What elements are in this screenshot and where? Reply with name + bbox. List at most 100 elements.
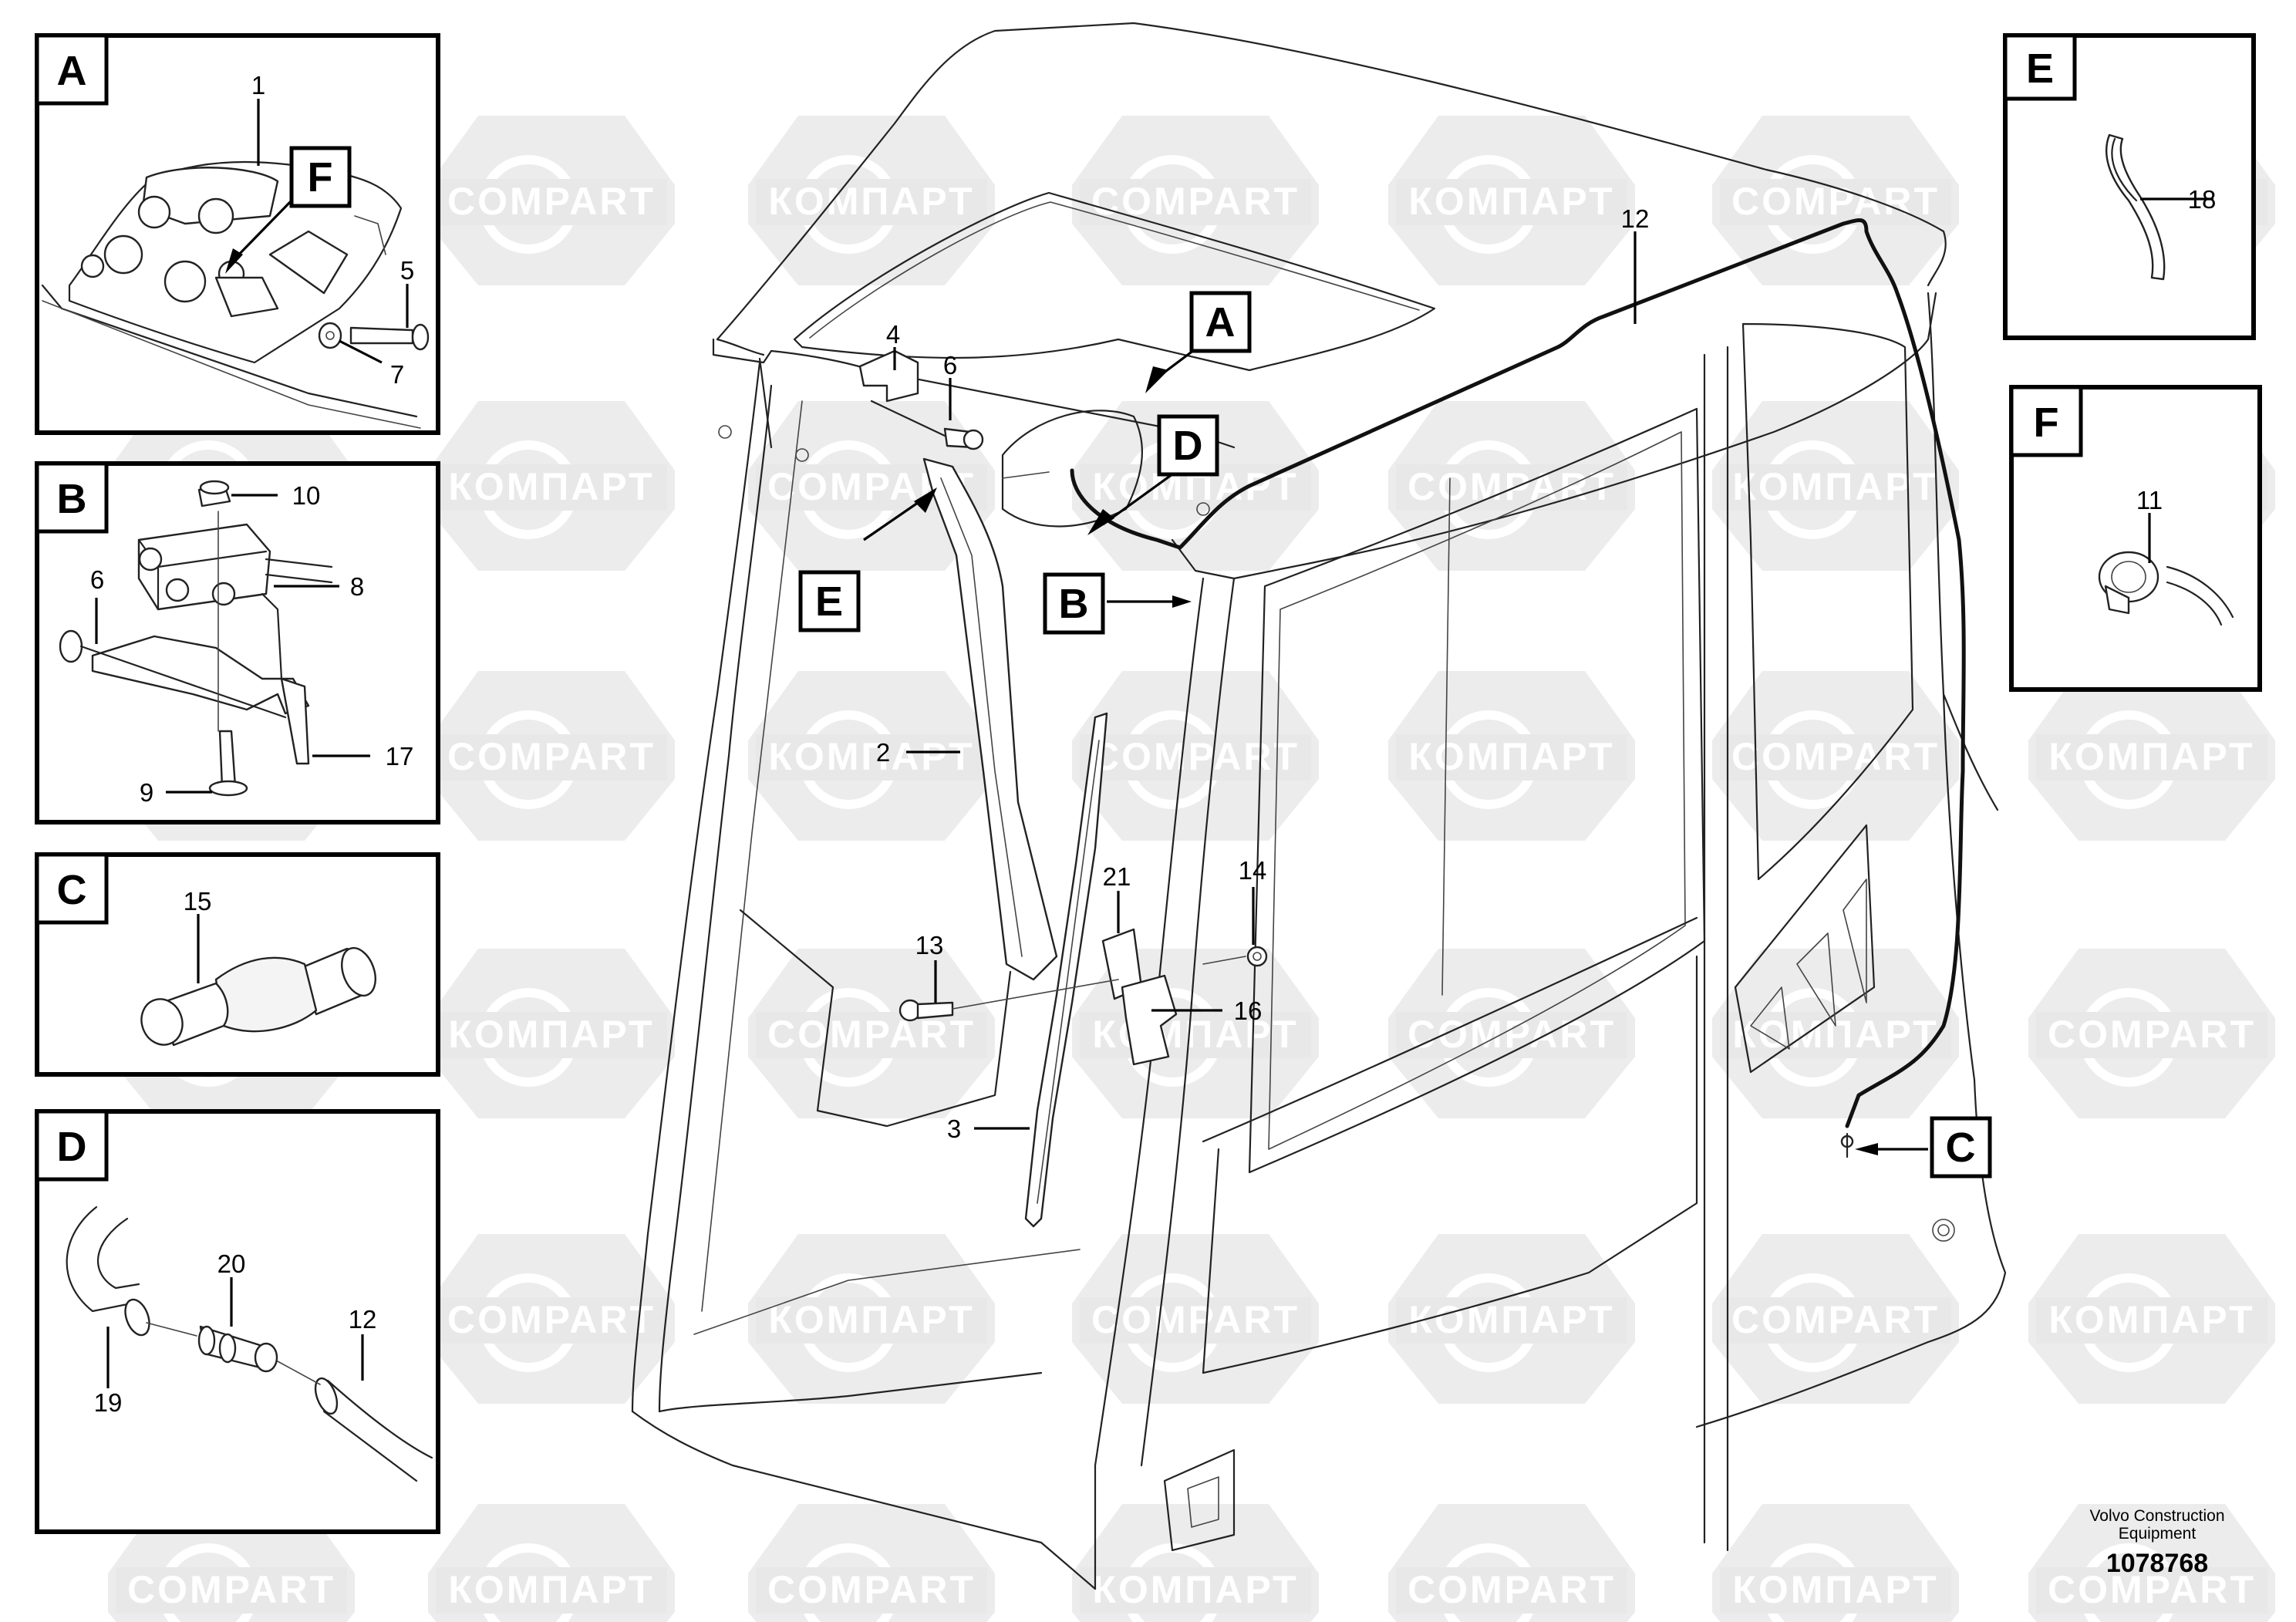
detail-a-f-label: F [308,154,333,201]
callout-6-main: 6 [943,351,957,379]
callout-12-main: 12 [1621,204,1650,233]
watermark-text: КОМПАРТ [448,1568,654,1611]
detail-c-letter-box [35,852,109,925]
watermark-text: COMPART [1408,465,1616,508]
tag-c-box [1930,1116,1992,1179]
tag-a-label: A [1205,299,1236,346]
watermark-text: COMPART [1731,735,1940,778]
watermark-text: COMPART [1091,1298,1300,1341]
watermark-text: COMPART [1731,180,1940,223]
tag-e-label: E [815,578,843,625]
watermark-tile: COMPART [428,671,675,841]
watermark-text: КОМПАРТ [1732,465,1938,508]
watermark-text: COMPART [2048,1013,2256,1056]
company-line-2: Equipment [2119,1525,2197,1543]
tag-b-box [1043,572,1105,635]
watermark-tile: КОМПАРТ [1388,116,1635,285]
watermark-tile: COMPART [748,1504,995,1622]
watermark-tile: КОМПАРТ [2028,1234,2275,1404]
tag-d-label: D [1173,423,1203,469]
watermark-tile: COMPART [1712,1234,1959,1404]
watermark-tile: КОМПАРТ [748,116,995,285]
detail-view-b: B 10 8 6 17 9 [35,461,440,824]
tag-a-box [1189,291,1252,353]
detail-d-callout-12: 12 [349,1305,377,1334]
watermark-text: КОМПАРТ [2048,1298,2254,1341]
detail-b-callout-6: 6 [90,565,104,594]
watermark-tile: КОМПАРТ [428,1504,675,1622]
detail-f-letter: F [2034,400,2059,446]
watermark-tile: COMPART [2028,949,2275,1118]
detail-a-callout-7: 7 [390,360,404,389]
watermark-text: COMPART [1408,1013,1616,1056]
watermark-tile: КОМПАРТ [1072,401,1319,571]
detail-view-a: A F 1 5 7 [35,33,440,435]
watermark-tile: COMPART [1072,671,1319,841]
watermark-text: COMPART [447,1298,656,1341]
detail-a-letter-box [35,33,109,106]
watermark-tile: COMPART [2028,1504,2275,1622]
company-line-1: Volvo Construction [2089,1507,2224,1525]
watermark-tile: КОМПАРТ [428,949,675,1118]
tag-c-label: C [1946,1125,1976,1171]
watermark-tile: COMPART [1388,401,1635,571]
watermark-tile: COMPART [428,1234,675,1404]
detail-b-callout-10: 10 [292,481,321,510]
watermark-text: КОМПАРТ [2048,735,2254,778]
watermark-text: КОМПАРТ [1408,180,1614,223]
detail-a-callout-1: 1 [251,71,265,99]
watermark-text: КОМПАРТ [1092,1013,1298,1056]
watermark-tile: КОМПАРТ [748,671,995,841]
watermark-text: КОМПАРТ [768,735,974,778]
watermark-tile: COMPART [1072,1234,1319,1404]
watermark-text: КОМПАРТ [448,1013,654,1056]
tag-d-box [1157,414,1219,477]
detail-b-letter: B [57,476,87,522]
detail-c-callout-15: 15 [184,887,212,916]
cab-drawing [631,22,2007,1590]
detail-a-letter: A [57,48,87,94]
watermark-tile: КОМПАРТ [1388,1234,1635,1404]
watermark-tile: КОМПАРТ [1072,1504,1319,1622]
detail-d-letter: D [57,1124,87,1170]
watermark-text: COMPART [1408,1568,1616,1611]
detail-view-f: F 11 [2009,385,2262,692]
callout-2: 2 [876,738,890,767]
drawing-number: 1078768 [2106,1549,2208,1578]
watermark-text: КОМПАРТ [1732,1568,1938,1611]
main-view-callouts: 12 4 6 2 21 14 13 16 3 [876,204,1650,1143]
watermark-text: КОМПАРТ [1092,1568,1298,1611]
watermark-text: COMPART [1091,735,1300,778]
detail-d-frame [35,1109,440,1534]
main-view-tags: A D E B C [798,291,1992,1179]
detail-e-callout-18: 18 [2188,185,2217,214]
detail-e-letter-box [2003,33,2077,101]
detail-view-c: C 15 [35,852,440,1077]
watermark-text: COMPART [1091,180,1300,223]
watermark-text: КОМПАРТ [1408,735,1614,778]
watermark-tile: COMPART [1712,671,1959,841]
footer: Volvo Construction Equipment 1078768 [2089,1507,2224,1578]
callout-3: 3 [947,1114,961,1143]
callout-4: 4 [886,320,900,349]
detail-view-d: D 20 12 19 [35,1109,440,1534]
detail-f-letter-box [2009,385,2083,457]
watermark-text: COMPART [447,180,656,223]
detail-e-letter: E [2026,46,2054,92]
watermark-text: КОМПАРТ [448,465,654,508]
tag-b-label: B [1059,581,1089,627]
detail-b-callout-9: 9 [140,778,153,807]
main-view-leaders [893,231,1637,1130]
detail-d-letter-box [35,1109,109,1182]
watermark-tile: КОМПАРТ [748,1234,995,1404]
watermark-tile: КОМПАРТ [1712,401,1959,571]
watermark-text: COMPART [2048,1568,2256,1611]
callout-13: 13 [915,931,944,959]
watermark-text: COMPART [1731,1298,1940,1341]
watermark-text: КОМПАРТ [1408,1298,1614,1341]
callout-16: 16 [1234,996,1263,1025]
watermark-tile: КОМПАРТ [428,401,675,571]
watermark-text: COMPART [127,1568,335,1611]
